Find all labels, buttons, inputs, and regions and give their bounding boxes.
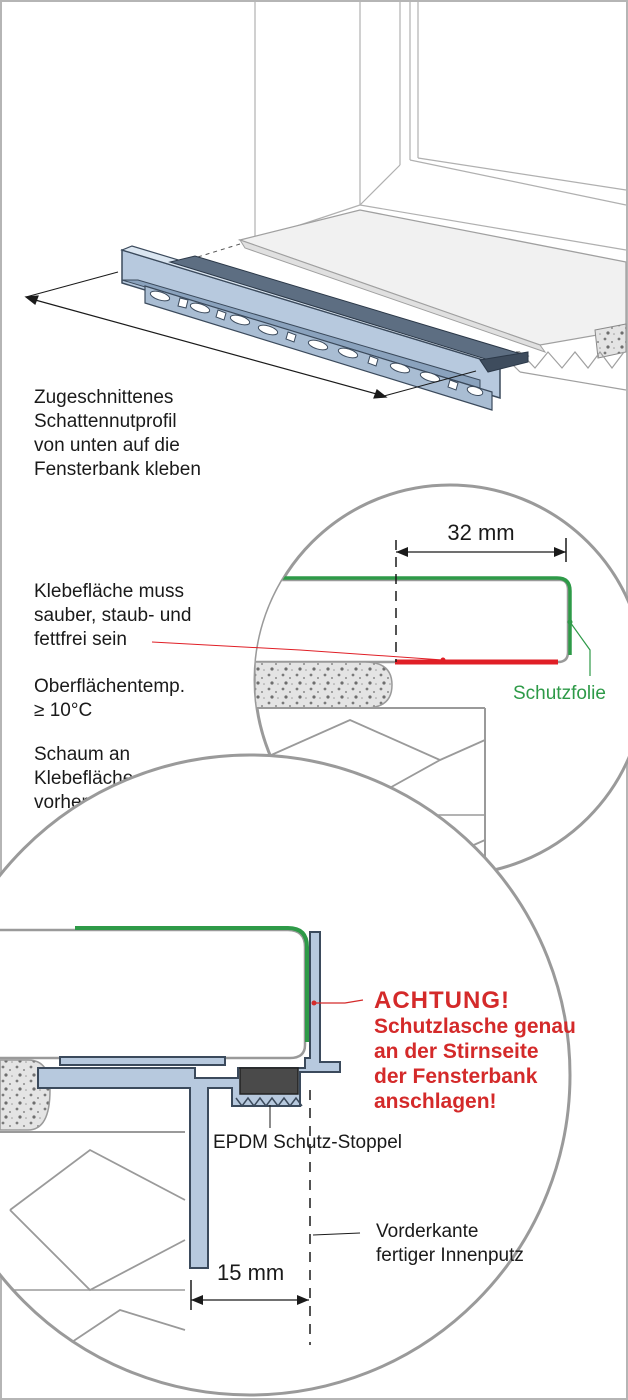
adhesive-leader-line (151, 641, 444, 661)
epdm-stopper (239, 1067, 299, 1095)
window-sill (237, 209, 627, 391)
length-dimension (24, 271, 477, 399)
warning-title: ACHTUNG! (374, 987, 510, 1014)
top-label-line-2: Schattennutprofil (34, 411, 177, 432)
dimension-15mm: 15 mm (217, 1260, 284, 1285)
note-temp-line-2: ≥ 10°C (34, 700, 92, 721)
bottom-protective-film (75, 926, 309, 1042)
warning-line-2: an der Stirnseite (374, 1040, 539, 1063)
warning-line-1: Schutzlasche genau (374, 1015, 576, 1038)
profile-cross-section (37, 931, 341, 1269)
note-clean-line-2: sauber, staub- und (34, 605, 191, 626)
film-label: Schutzfolie (513, 683, 606, 704)
top-label-line-1: Zugeschnittenes (34, 387, 173, 408)
warning-line-3: der Fensterbank (374, 1065, 538, 1088)
bottom-annotations: ACHTUNG! Schutzlasche genau an der Stirn… (213, 987, 576, 1266)
note-foam-line-1: Schaum an (34, 744, 130, 765)
stopper-label: EPDM Schutz-Stoppel (213, 1132, 402, 1153)
dimension-32mm: 32 mm (447, 520, 514, 545)
bottom-detail-circle: 15 mm (0, 753, 572, 1397)
top-instruction-label: Zugeschnittenes Schattennutprofil von un… (34, 387, 201, 480)
warning-line-4: anschlagen! (374, 1090, 497, 1113)
protective-film-line (255, 576, 572, 655)
note-temp-line-1: Oberflächentemp. (34, 676, 185, 697)
note-clean-line-3: fettfrei sein (34, 629, 127, 650)
shadow-gap-profile-3d (120, 245, 530, 411)
middle-notes: Klebefläche muss sauber, staub- und fett… (34, 581, 606, 813)
note-clean-line-1: Klebefläche muss (34, 581, 184, 602)
edge-label-line-2: fertiger Innenputz (376, 1245, 524, 1266)
foam-insulation (255, 661, 393, 709)
top-label-line-4: Fensterbank kleben (34, 459, 201, 480)
edge-label-line-1: Vorderkante (376, 1221, 478, 1242)
window-wall-sketch (254, 2, 627, 251)
top-label-line-3: von unten auf die (34, 435, 180, 456)
film-leader-line (569, 621, 591, 676)
